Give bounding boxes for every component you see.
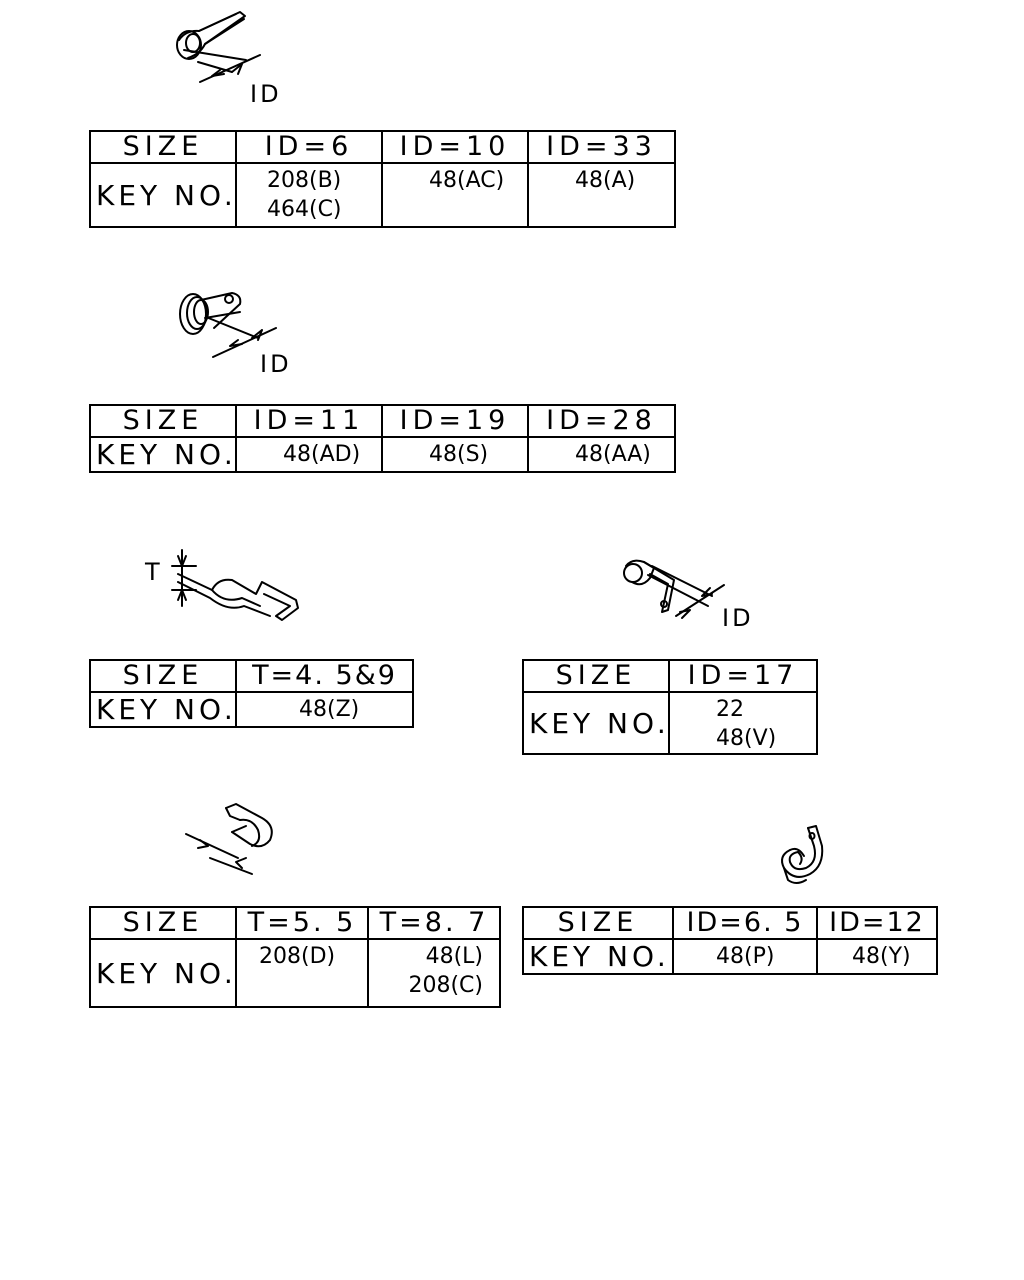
key-no-label: KEY NO.	[89, 938, 237, 1008]
key-row: KEY NO. 22 48(V)	[522, 691, 818, 755]
size-value: ID=19	[381, 404, 529, 438]
size-label: SIZE	[89, 906, 237, 940]
clip-4-illustration	[623, 559, 725, 619]
key-value: 208(B)	[267, 168, 342, 193]
dimension-label-id: ID	[260, 350, 292, 378]
key-value: 48(S)	[429, 442, 489, 467]
key-value: 48(Z)	[299, 697, 360, 722]
key-value: 48(AC)	[429, 168, 505, 193]
size-value: ID=28	[527, 404, 676, 438]
size-value: ID=17	[668, 659, 818, 693]
key-values: 48(S)	[381, 436, 529, 473]
size-label: SIZE	[89, 404, 237, 438]
dimension-label-id: ID	[250, 80, 282, 108]
key-values: 48(AC)	[381, 162, 529, 228]
key-row: KEY NO. 48(AD) 48(S) 48(AA)	[89, 436, 676, 473]
key-no-label: KEY NO.	[89, 162, 237, 228]
key-row: KEY NO. 48(P) 48(Y)	[522, 938, 938, 975]
size-row: SIZE ID=11 ID=19 ID=28	[89, 404, 676, 438]
size-row: SIZE ID=6 ID=10 ID=33	[89, 130, 676, 164]
key-value: 48(V)	[716, 726, 777, 751]
size-row: SIZE T=4. 5&9	[89, 659, 414, 693]
clip-6-illustration	[781, 825, 824, 884]
clip-3-illustration	[171, 549, 299, 621]
key-values: 48(AA)	[527, 436, 676, 473]
key-row: KEY NO. 208(B) 464(C) 48(AC) 48(A)	[89, 162, 676, 228]
size-value: T=8. 7	[367, 906, 501, 940]
size-key-table-3: SIZE T=4. 5&9 KEY NO. 48(Z)	[89, 659, 414, 728]
size-label: SIZE	[522, 906, 674, 940]
clip-1-illustration	[176, 11, 261, 83]
key-values: 48(Z)	[235, 691, 414, 728]
size-row: SIZE T=5. 5 T=8. 7	[89, 906, 501, 940]
size-row: SIZE ID=6. 5 ID=12	[522, 906, 938, 940]
key-no-label: KEY NO.	[89, 691, 237, 728]
size-label: SIZE	[522, 659, 670, 693]
size-value: ID=6. 5	[672, 906, 818, 940]
size-value: ID=10	[381, 130, 529, 164]
key-values: 48(P)	[672, 938, 818, 975]
key-value: 208(D)	[259, 944, 336, 969]
key-row: KEY NO. 48(Z)	[89, 691, 414, 728]
key-value: 22	[716, 697, 744, 722]
key-value: 464(C)	[267, 197, 342, 222]
size-value: T=5. 5	[235, 906, 369, 940]
key-value: 48(AD)	[283, 442, 361, 467]
key-value: 48(A)	[575, 168, 636, 193]
size-value: ID=12	[816, 906, 938, 940]
key-values: 48(Y)	[816, 938, 938, 975]
key-values: 48(A)	[527, 162, 676, 228]
clip-5-illustration	[185, 803, 273, 875]
size-key-table-4: SIZE ID=17 KEY NO. 22 48(V)	[522, 659, 818, 755]
size-value: T=4. 5&9	[235, 659, 414, 693]
size-label: SIZE	[89, 130, 237, 164]
clip-2-illustration	[179, 292, 277, 358]
key-values: 48(AD)	[235, 436, 383, 473]
key-value: 208(C)	[408, 973, 483, 998]
dimension-label-id: ID	[722, 604, 754, 632]
size-key-table-1: SIZE ID=6 ID=10 ID=33 KEY NO. 208(B) 464…	[89, 130, 676, 228]
size-value: ID=33	[527, 130, 676, 164]
key-value: 48(AA)	[575, 442, 651, 467]
key-row: KEY NO. 208(D) 48(L) 208(C)	[89, 938, 501, 1008]
key-no-label: KEY NO.	[89, 436, 237, 473]
key-value: 48(L)	[425, 944, 483, 969]
key-values: 208(B) 464(C)	[235, 162, 383, 228]
key-value: 48(Y)	[852, 944, 911, 969]
size-key-table-2: SIZE ID=11 ID=19 ID=28 KEY NO. 48(AD) 48…	[89, 404, 676, 473]
key-value: 48(P)	[716, 944, 775, 969]
key-values: 48(L) 208(C)	[367, 938, 501, 1008]
size-label: SIZE	[89, 659, 237, 693]
size-value: ID=11	[235, 404, 383, 438]
key-no-label: KEY NO.	[522, 691, 670, 755]
size-key-table-6: SIZE ID=6. 5 ID=12 KEY NO. 48(P) 48(Y)	[522, 906, 938, 975]
dimension-label-t: T	[145, 558, 163, 586]
key-values: 22 48(V)	[668, 691, 818, 755]
size-key-table-5: SIZE T=5. 5 T=8. 7 KEY NO. 208(D) 48(L) …	[89, 906, 501, 1008]
key-no-label: KEY NO.	[522, 938, 674, 975]
size-row: SIZE ID=17	[522, 659, 818, 693]
key-values: 208(D)	[235, 938, 369, 1008]
size-value: ID=6	[235, 130, 383, 164]
